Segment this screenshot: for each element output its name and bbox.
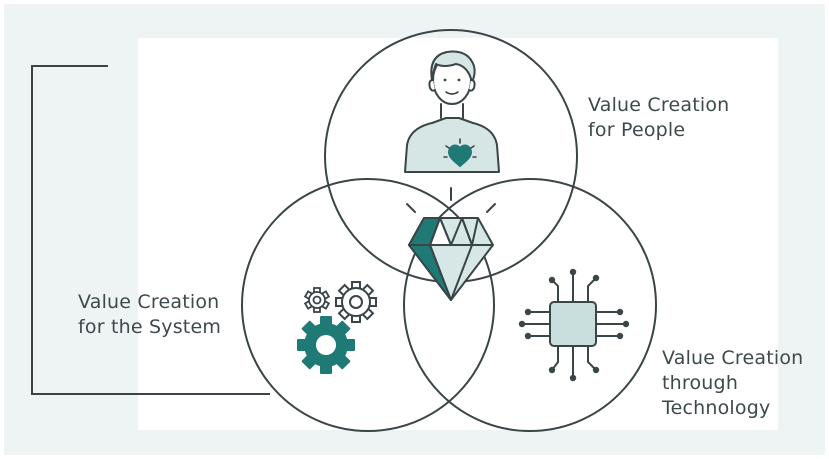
label-system: Value Creation for the System (78, 290, 221, 340)
person-with-heart-icon (404, 50, 500, 173)
label-system-line-2: for the System (78, 316, 222, 338)
label-people-line-2: for People (588, 119, 686, 141)
diamond-icon (408, 217, 494, 301)
circle-technology (403, 178, 657, 432)
label-technology-line-1: Value Creation (662, 347, 804, 369)
microchip-icon (518, 268, 630, 382)
diamond-glow-marks (406, 187, 496, 213)
label-system-line-1: Value Creation (78, 291, 220, 313)
gears-icon (297, 281, 377, 374)
label-people: Value Creation for People (588, 93, 729, 143)
label-technology-line-2: through (662, 372, 739, 394)
circle-system (241, 178, 495, 432)
bracket-connector (31, 65, 270, 395)
label-technology: Value Creation through Technology (662, 346, 803, 421)
label-technology-line-3: Technology (662, 397, 771, 419)
label-people-line-1: Value Creation (588, 94, 730, 116)
